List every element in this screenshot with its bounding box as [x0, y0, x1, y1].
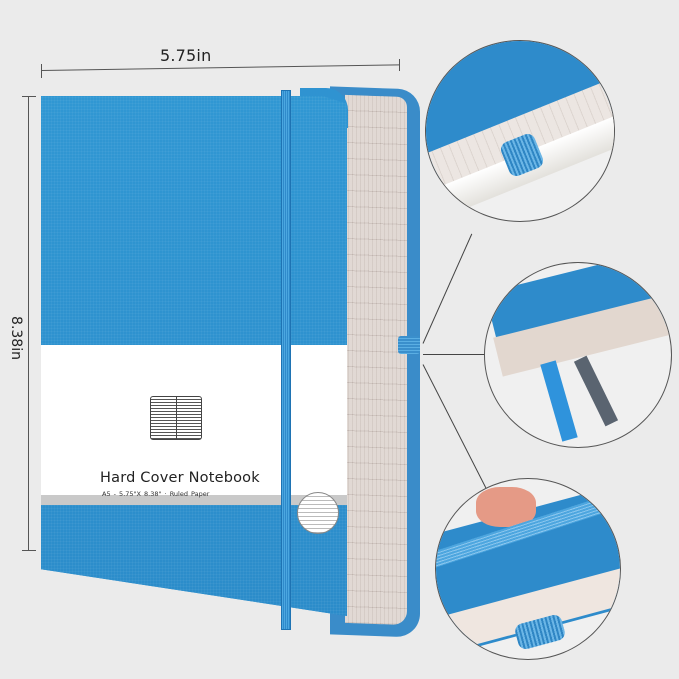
height-dimension-tick-top — [22, 96, 36, 97]
blue-ribbon-bookmark — [540, 360, 578, 442]
page-corner-magnifier-icon — [297, 492, 339, 534]
connector-line-top — [422, 233, 473, 344]
gray-ribbon-bookmark — [573, 355, 619, 427]
cover-label-stripe — [41, 495, 347, 505]
width-dimension-label: 5.75in — [160, 46, 212, 65]
detail-circle-elastic-closure — [435, 478, 621, 660]
elastic-closure-band — [281, 90, 291, 630]
product-subtitle: A5 - 5.75"X 8.38" · Ruled Paper — [102, 490, 210, 498]
width-dimension-tick-left — [41, 64, 42, 78]
height-dimension-tick-bottom — [22, 550, 36, 551]
ruled-paper-icon — [150, 396, 202, 440]
pen-loop — [398, 336, 420, 354]
detail-circle-pen-loop — [425, 40, 615, 222]
width-dimension-line — [41, 64, 400, 71]
height-dimension-line — [28, 96, 29, 551]
connector-line-bottom — [422, 364, 488, 490]
height-dimension-label: 8.38in — [7, 316, 24, 360]
notebook-page-edges — [345, 94, 407, 626]
product-title: Hard Cover Notebook — [100, 470, 260, 486]
width-dimension-tick-right — [399, 59, 400, 71]
detail-circle-ribbon-bookmarks — [484, 262, 672, 448]
connector-line-middle — [423, 354, 485, 355]
